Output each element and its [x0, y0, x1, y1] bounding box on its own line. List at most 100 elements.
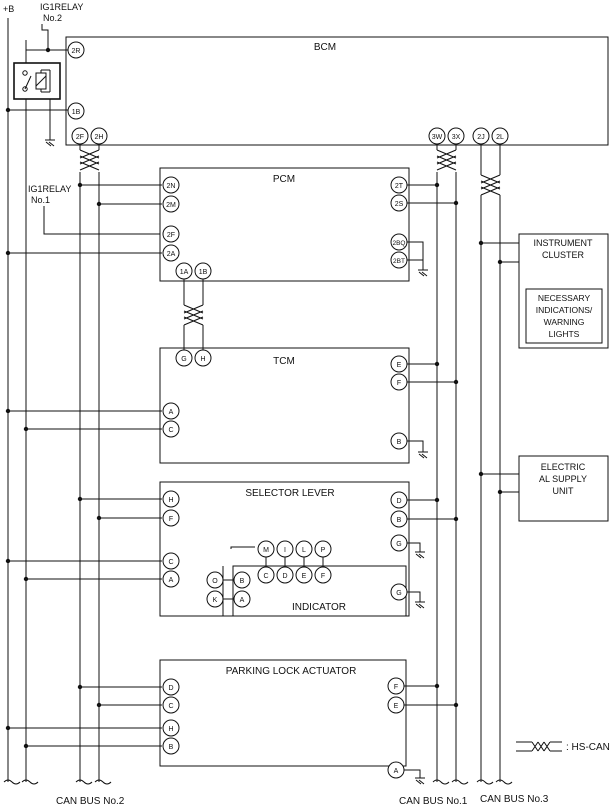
- svg-text:L: L: [302, 547, 306, 554]
- svg-text:2F: 2F: [167, 232, 175, 239]
- indicator-pin-m: M: [257, 540, 275, 558]
- ig1relay2-label: IG1RELAY: [40, 2, 83, 12]
- svg-text:M: M: [263, 547, 269, 554]
- svg-text:2T: 2T: [395, 183, 404, 190]
- svg-text:O: O: [212, 578, 218, 585]
- bcm-box: [65, 36, 609, 146]
- cluster-box: [518, 233, 609, 349]
- pcm-pin-2a: 2A: [162, 244, 180, 262]
- tcm-pin-f: F: [390, 373, 408, 391]
- bcm-pin-2h: 2H: [90, 127, 108, 145]
- svg-text:2L: 2L: [496, 134, 504, 141]
- selector-indicator-wiring: [222, 546, 324, 616]
- necessary-line-4: LIGHTS: [549, 329, 580, 339]
- pcm-box: [159, 167, 410, 282]
- svg-text:1B: 1B: [199, 269, 208, 276]
- svg-text:I: I: [284, 547, 286, 554]
- pcm-title: PCM: [273, 174, 295, 185]
- cluster-title-1: INSTRUMENT: [534, 238, 593, 248]
- necessary-line-3: WARNING: [544, 317, 585, 327]
- parking-pin-a: A: [387, 761, 405, 779]
- indicator-pin-g: G: [390, 583, 408, 601]
- tcm-box: [159, 347, 410, 464]
- indicator-pin-b: B: [233, 571, 251, 589]
- svg-text:2M: 2M: [166, 202, 176, 209]
- svg-text:2H: 2H: [95, 134, 104, 141]
- pcm-pin-2n: 2N: [162, 176, 180, 194]
- svg-text:B: B: [240, 578, 245, 585]
- svg-text:B: B: [169, 744, 174, 751]
- indicator-pin-l: L: [295, 540, 313, 558]
- bcm-pin-3w: 3W: [428, 127, 446, 145]
- svg-text:2BQ: 2BQ: [392, 240, 405, 247]
- svg-text:C: C: [263, 573, 268, 580]
- svg-text:2S: 2S: [395, 201, 404, 208]
- svg-text:E: E: [397, 362, 402, 369]
- selector-pin-o: O: [206, 571, 224, 589]
- parking-pin-f: F: [387, 677, 405, 695]
- selector-pin-g: G: [390, 534, 408, 552]
- svg-text:G: G: [181, 356, 186, 363]
- svg-text:2BT: 2BT: [393, 258, 405, 265]
- svg-text:K: K: [213, 597, 218, 604]
- selector-pin-c: C: [162, 552, 180, 570]
- pcm-pin-2s: 2S: [390, 194, 408, 212]
- relay1-lead: [43, 206, 160, 235]
- svg-text:C: C: [168, 703, 173, 710]
- svg-text:D: D: [396, 498, 401, 505]
- pcm-pin-2bq: 2BQ: [390, 233, 408, 251]
- cluster-title-2: CLUSTER: [542, 250, 585, 260]
- svg-text:3X: 3X: [452, 134, 461, 141]
- svg-text:B: B: [397, 439, 402, 446]
- bcm-pin-2l: 2L: [491, 127, 509, 145]
- twist-can3: [480, 144, 501, 196]
- svg-text:A: A: [169, 409, 174, 416]
- pcm-pin-2f: 2F: [162, 225, 180, 243]
- ig1relay1-label: IG1RELAY: [28, 184, 71, 194]
- indicator-pin-f: F: [314, 566, 332, 584]
- selector-title: SELECTOR LEVER: [245, 488, 334, 499]
- indicator-pin-c: C: [257, 566, 275, 584]
- legend-twist-icon: [516, 741, 562, 752]
- ground-parking: [415, 777, 425, 785]
- pcm-pin-1a: 1A: [175, 262, 193, 280]
- ground-relay: [45, 139, 55, 147]
- ground-pcm: [418, 269, 428, 277]
- svg-text:F: F: [321, 573, 325, 580]
- parking-pin-h: H: [162, 719, 180, 737]
- svg-text:C: C: [168, 559, 173, 566]
- parking-title: PARKING LOCK ACTUATOR: [226, 666, 357, 677]
- indicator-pin-a: A: [233, 590, 251, 608]
- eps-box: [518, 455, 609, 522]
- svg-text:D: D: [168, 685, 173, 692]
- pcm-pin-1b: 1B: [194, 262, 212, 280]
- selector-pin-h: H: [162, 490, 180, 508]
- bcm-pin-2j: 2J: [472, 127, 490, 145]
- parking-pin-b: B: [162, 737, 180, 755]
- svg-text:B: B: [397, 517, 402, 524]
- svg-text:F: F: [394, 684, 398, 691]
- svg-text:G: G: [396, 541, 401, 548]
- svg-text:E: E: [394, 703, 399, 710]
- bcm-title: BCM: [314, 42, 336, 53]
- selector-pin-d: D: [390, 491, 408, 509]
- svg-text:F: F: [169, 516, 173, 523]
- svg-text:A: A: [394, 768, 399, 775]
- eps-title-3: UNIT: [553, 486, 574, 496]
- plus-b-label: +B: [3, 4, 14, 14]
- ground-indicator: [415, 601, 425, 609]
- parking-box: [159, 659, 407, 767]
- svg-text:A: A: [169, 577, 174, 584]
- svg-text:H: H: [200, 356, 205, 363]
- necessary-line-2: INDICATIONS/: [536, 305, 593, 315]
- parking-pin-c: C: [162, 696, 180, 714]
- svg-text:2A: 2A: [167, 251, 176, 258]
- parking-pin-e: E: [387, 696, 405, 714]
- svg-text:1B: 1B: [72, 109, 81, 116]
- legend-label: : HS-CAN: [566, 742, 610, 753]
- svg-text:H: H: [168, 497, 173, 504]
- bcm-pin-1b: 1B: [67, 102, 85, 120]
- necessary-box: [525, 288, 603, 344]
- tcm-pin-a: A: [162, 402, 180, 420]
